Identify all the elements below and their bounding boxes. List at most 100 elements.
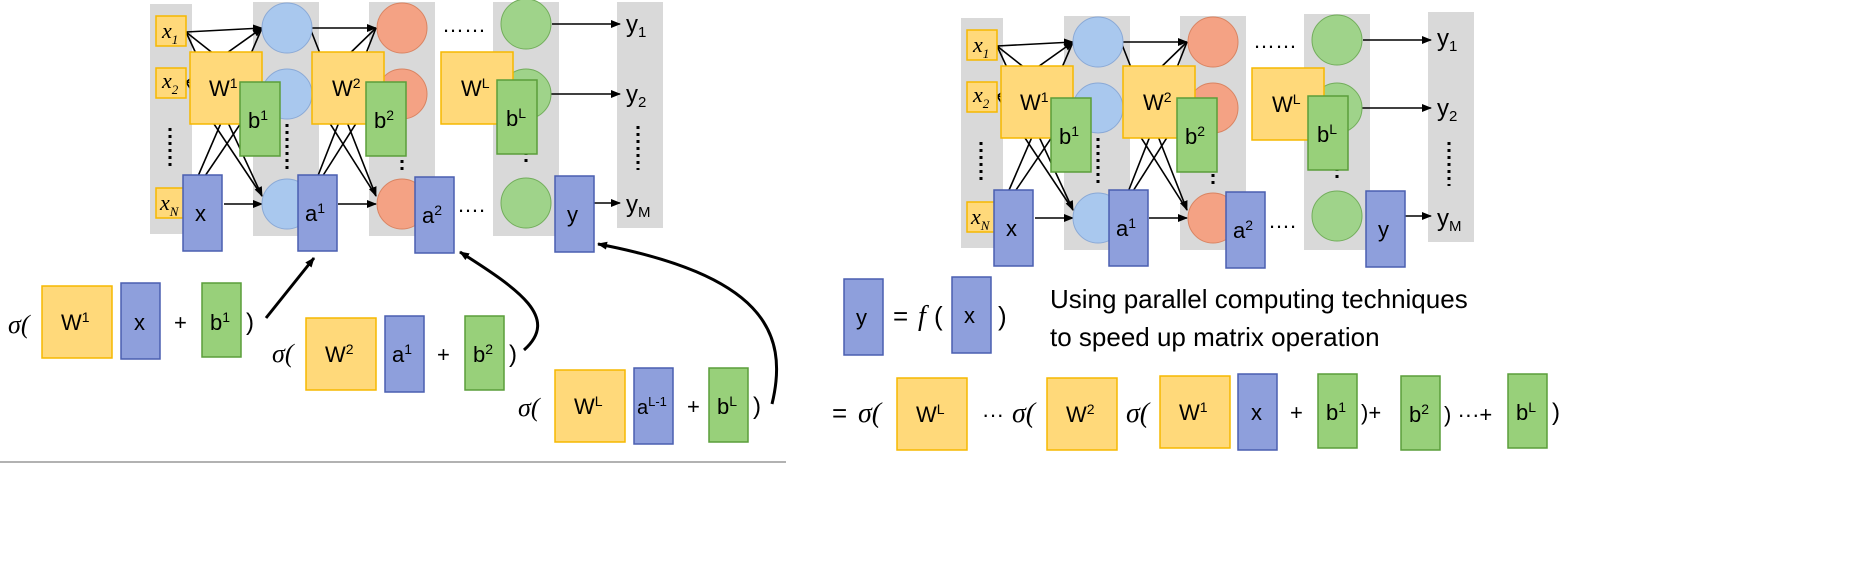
svg-text:xN: xN bbox=[159, 190, 180, 219]
svg-text:x: x bbox=[195, 201, 206, 226]
svg-text:σ(: σ( bbox=[8, 310, 31, 339]
formula-layer1: σ( W1 x + b1 ) bbox=[8, 282, 254, 360]
svg-text:b1: b1 bbox=[1326, 399, 1346, 425]
svg-text:σ(: σ( bbox=[518, 393, 541, 422]
svg-text:a1: a1 bbox=[392, 341, 412, 367]
svg-text:(: ( bbox=[934, 301, 943, 331]
svg-text:x: x bbox=[1251, 400, 1262, 425]
svg-text:y: y bbox=[1378, 217, 1389, 242]
formula-layer2: σ( W2 a1 + b2 ) bbox=[272, 315, 517, 393]
svg-text:a1: a1 bbox=[305, 200, 325, 226]
svg-text:WL: WL bbox=[1272, 91, 1301, 117]
vector-x: x bbox=[993, 189, 1034, 267]
svg-text:): ) bbox=[246, 309, 254, 336]
svg-text:W1: W1 bbox=[61, 309, 90, 335]
svg-text:bL: bL bbox=[717, 393, 737, 419]
output-column-bg bbox=[1428, 12, 1474, 242]
svg-text:W2: W2 bbox=[332, 75, 361, 101]
svg-text:): ) bbox=[998, 301, 1007, 331]
svg-text:b2: b2 bbox=[1185, 123, 1205, 149]
bias-vector-b1: b1 bbox=[1050, 97, 1092, 173]
vector-y: y bbox=[554, 175, 595, 253]
output-yM: yM bbox=[626, 191, 651, 221]
svg-text:+: + bbox=[174, 310, 187, 335]
layerL-neuron bbox=[500, 177, 552, 229]
svg-text:y: y bbox=[567, 202, 578, 227]
left-network: …… …. x1 x2 xN y1 y2 yM W1 W2 WL bbox=[150, 0, 663, 254]
svg-text:b1: b1 bbox=[210, 309, 230, 335]
svg-text:σ(: σ( bbox=[858, 398, 883, 429]
svg-text:W1: W1 bbox=[209, 75, 238, 101]
svg-text:x: x bbox=[964, 303, 975, 328]
bias-vector-b1: b1 bbox=[239, 81, 281, 157]
layer2-neuron bbox=[1187, 16, 1239, 68]
right-network: …… …. x1 x2 xN y1 y2 yM W1 W2 WL bbox=[961, 12, 1474, 269]
svg-text:b2: b2 bbox=[473, 341, 493, 367]
vector-a2: a2 bbox=[1225, 191, 1266, 269]
output-y1: y1 bbox=[1437, 25, 1457, 55]
vector-a2: a2 bbox=[414, 176, 455, 254]
svg-text:W1: W1 bbox=[1020, 89, 1049, 115]
vector-x: x bbox=[182, 174, 223, 252]
output-y2: y2 bbox=[1437, 95, 1457, 125]
output-yM: yM bbox=[1437, 205, 1462, 235]
svg-text:b1: b1 bbox=[248, 107, 268, 133]
svg-text:+: + bbox=[437, 342, 450, 367]
svg-text:W1: W1 bbox=[1179, 399, 1208, 425]
output-column-bg bbox=[617, 2, 663, 228]
equation-expanded: = σ( WL ··· σ( W2 σ( W1 x + b1 )+ b2 ) ·… bbox=[832, 373, 1560, 451]
svg-text:): ) bbox=[753, 393, 761, 420]
svg-text:b2: b2 bbox=[1409, 401, 1429, 427]
layer2-neuron bbox=[376, 2, 428, 54]
input-xN: xN bbox=[966, 201, 998, 233]
svg-text:+: + bbox=[1290, 400, 1303, 425]
svg-text:W2: W2 bbox=[325, 341, 354, 367]
formula-arrows bbox=[264, 241, 779, 405]
bias-vector-b2: b2 bbox=[1176, 97, 1218, 173]
connections-output bbox=[1349, 36, 1432, 220]
equation-y-equals-f-x: y = f ( x ) bbox=[843, 276, 1007, 356]
input-x2: x2 bbox=[966, 81, 998, 113]
svg-text:b2: b2 bbox=[374, 107, 394, 133]
svg-text:x: x bbox=[134, 310, 145, 335]
svg-text:y: y bbox=[856, 305, 867, 330]
svg-text:WL: WL bbox=[461, 75, 490, 101]
bias-vector-bL: bL bbox=[496, 79, 538, 155]
svg-text:): ) bbox=[509, 341, 517, 368]
formula-layerL: σ( WL aL-1 + bL ) bbox=[518, 367, 761, 445]
svg-text:a2: a2 bbox=[422, 202, 442, 228]
svg-text:+: + bbox=[687, 394, 700, 419]
svg-text:x1: x1 bbox=[161, 18, 178, 47]
input-x1: x1 bbox=[966, 29, 998, 61]
svg-text:=: = bbox=[893, 301, 908, 331]
svg-text:W2: W2 bbox=[1143, 89, 1172, 115]
svg-text:b1: b1 bbox=[1059, 123, 1079, 149]
layer-dots: …… bbox=[1253, 28, 1297, 53]
svg-text:xN: xN bbox=[970, 204, 991, 233]
input-x2: x2 bbox=[155, 67, 187, 99]
input-xN: xN bbox=[155, 187, 187, 219]
layerL-neuron bbox=[500, 0, 552, 50]
svg-text:aL-1: aL-1 bbox=[637, 394, 667, 419]
bottom-dots: …. bbox=[1268, 208, 1296, 233]
svg-text:σ(: σ( bbox=[1126, 398, 1151, 429]
vector-a1: a1 bbox=[1108, 189, 1149, 267]
output-y1: y1 bbox=[626, 11, 646, 41]
bottom-dots: …. bbox=[457, 192, 485, 217]
svg-text:bL: bL bbox=[506, 105, 526, 131]
bias-vector-b2: b2 bbox=[365, 81, 407, 157]
svg-text:x2: x2 bbox=[161, 68, 179, 97]
svg-text:)+: )+ bbox=[1361, 400, 1381, 425]
svg-text:···: ··· bbox=[982, 402, 1004, 427]
output-y2: y2 bbox=[626, 81, 646, 111]
svg-text:=: = bbox=[832, 398, 847, 428]
bias-vector-bL: bL bbox=[1307, 95, 1349, 171]
layer1-neuron bbox=[1072, 16, 1124, 68]
svg-text:W2: W2 bbox=[1066, 401, 1095, 427]
note-line-1: Using parallel computing techniques bbox=[1050, 284, 1468, 314]
vector-a1: a1 bbox=[297, 174, 338, 252]
svg-text:σ(: σ( bbox=[272, 339, 295, 368]
svg-text:bL: bL bbox=[1516, 399, 1536, 425]
svg-text:x1: x1 bbox=[972, 32, 989, 61]
connections-output bbox=[538, 20, 621, 207]
